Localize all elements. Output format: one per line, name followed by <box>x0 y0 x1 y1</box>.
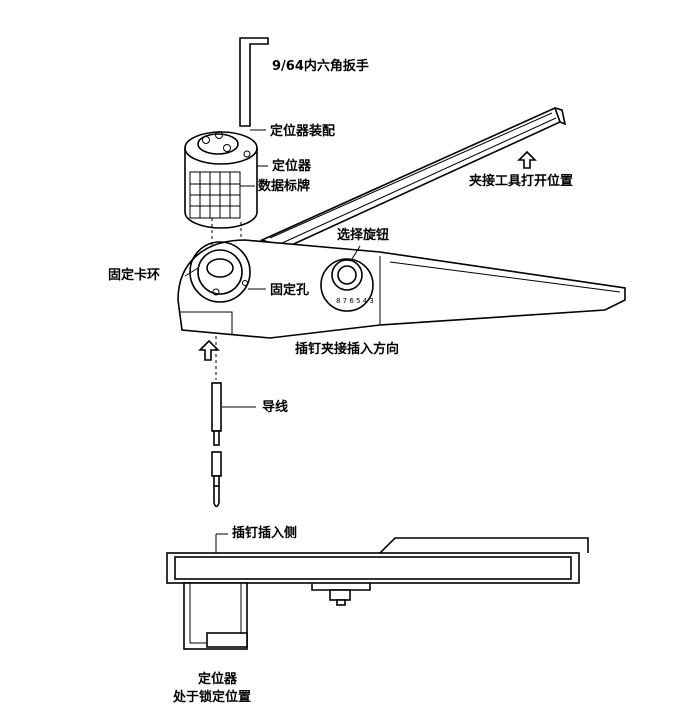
pin-insert-direction-label: 插钉夹接插入方向 <box>295 342 400 357</box>
positioner-label: 定位器 <box>272 159 312 174</box>
hex-key <box>239 37 269 127</box>
positioner <box>184 131 258 229</box>
crimp-tool-body: 8 7 6 5 4 3 <box>177 239 626 339</box>
data-plate <box>189 171 241 219</box>
pin-insert-side-label: 插钉插入侧 <box>232 526 298 541</box>
up-arrow-icon <box>517 150 537 169</box>
fixing-hole-label: 固定孔 <box>270 283 310 298</box>
up-arrow-icon <box>198 339 220 361</box>
retaining-ring-label: 固定卡环 <box>108 268 161 283</box>
tool-open-position-label: 夹接工具打开位置 <box>469 174 574 189</box>
data-plate-label: 数据标牌 <box>258 179 311 194</box>
positioner-locked-label-line2: 处于锁定位置 <box>173 690 252 705</box>
wire-label: 导线 <box>262 400 289 415</box>
hex-key-label: 9/64内六角扳手 <box>272 59 369 74</box>
side-view-tool <box>166 537 589 650</box>
leader-lines <box>184 129 361 553</box>
positioner-assembly-label: 定位器装配 <box>270 124 336 139</box>
wire-and-pin <box>211 382 222 508</box>
positioner-locked-label-line1: 定位器 <box>198 672 238 687</box>
selector-knob: 8 7 6 5 4 3 <box>320 258 374 312</box>
svg-text:8 7 6 5 4 3: 8 7 6 5 4 3 <box>336 297 374 305</box>
selector-knob-label: 选择旋钮 <box>337 228 390 243</box>
